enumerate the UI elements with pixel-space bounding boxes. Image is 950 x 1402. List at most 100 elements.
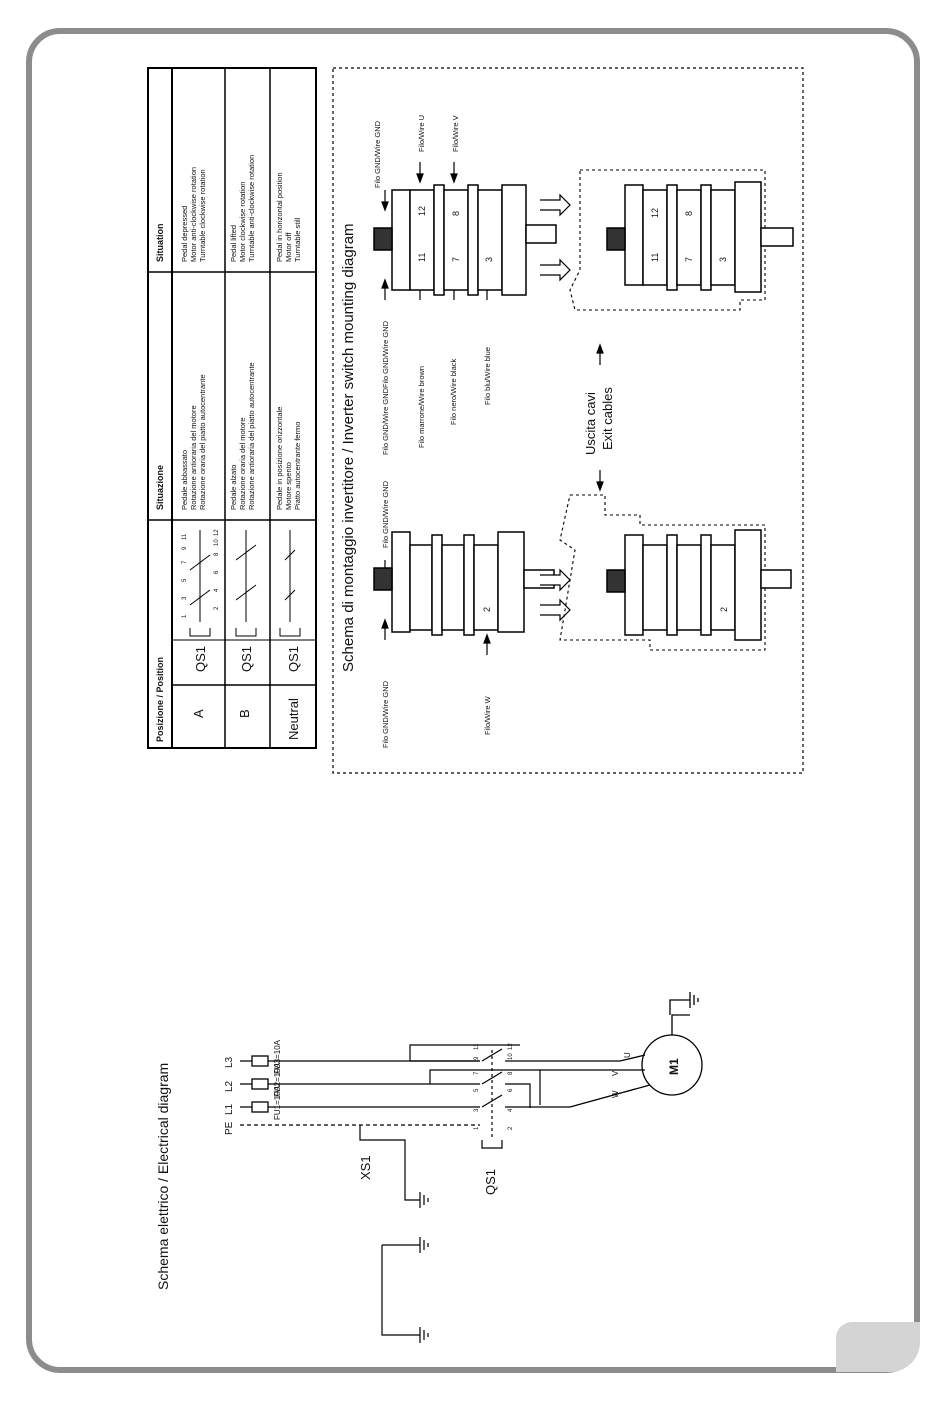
label-l3: L3 (224, 1056, 235, 1068)
row-b-it-2: Rotazione oraria del motore (238, 417, 247, 510)
svg-text:2: 2 (214, 606, 220, 610)
exit-cables-en: Exit cables (600, 387, 615, 450)
qs1-switch (409, 1044, 620, 1149)
row-neutral-en-1: Pedal in horizontal position (275, 172, 284, 262)
row-a-switch: QS1 (193, 646, 208, 672)
label-l2: L2 (224, 1080, 235, 1092)
exit-arrows (596, 343, 604, 492)
label-gnd-left-2: Filo GND/Wire GND (381, 480, 390, 548)
terminal-lower-right-11: 11 (650, 253, 660, 262)
label-wire-blue: Filo blu/Wire blue (483, 347, 492, 405)
row-neutral-switch: QS1 (286, 646, 301, 672)
electrical-title: Schema elettrico / Electrical diagram (155, 1063, 171, 1290)
row-a-en-2: Motor anti-clockwise rotation (189, 167, 198, 262)
label-fu2: FU2=10A (273, 1062, 282, 1097)
svg-text:3: 3 (474, 1108, 480, 1112)
svg-text:8: 8 (214, 552, 220, 556)
contact-symbol-b (235, 530, 257, 637)
svg-text:3: 3 (182, 596, 188, 600)
svg-text:9: 9 (182, 546, 188, 550)
row-a-it-2: Rotazione antioraria del motore (189, 405, 198, 510)
row-a-it-3: Rotazione oraria del piatto autocentrant… (198, 374, 207, 510)
svg-text:11: 11 (182, 533, 188, 540)
label-pe: PE (224, 1121, 235, 1135)
terminal-right-11: 11 (417, 253, 427, 262)
label-v: V (611, 1070, 620, 1076)
switch-lower-left: 2 (606, 529, 792, 641)
exit-cables-it: Uscita cavi (583, 392, 598, 455)
row-b-en-2: Motor clockwise rotation (238, 182, 247, 262)
svg-text:10: 10 (214, 539, 220, 546)
housing-lower-left (559, 494, 766, 651)
label-gnd-left-1: Filo GND/Wire GND (381, 680, 390, 748)
row-b-en-3: Turntable anti-clockwise rotation (247, 155, 256, 262)
label-wire-w: Filo/Wire W (483, 695, 492, 735)
label-w: W (611, 1090, 620, 1098)
label-u: U (623, 1052, 632, 1058)
row-neutral-en-3: Turntable still (293, 217, 302, 262)
qs1-numbers: 1 3 5 7 9 11 2 4 6 8 10 12 (474, 1043, 514, 1130)
terminal-lower-left-2: 2 (719, 607, 729, 612)
label-fu1: FU1=10A (273, 1085, 282, 1120)
row-a-position: A (191, 709, 206, 718)
row-neutral-en-2: Motor off (284, 232, 293, 262)
label-gnd-top: Filo GND/Wire GND (373, 120, 382, 188)
label-qs1: QS1 (483, 1169, 498, 1195)
svg-text:10: 10 (508, 1053, 514, 1060)
terminal-left-2: 2 (482, 607, 492, 612)
svg-text:5: 5 (474, 1088, 480, 1092)
switch-lower-right: 11 12 7 8 3 (606, 181, 794, 293)
header-situazione: Situazione (155, 465, 165, 510)
label-fu3: FU3=10A (273, 1039, 282, 1074)
terminal-lower-right-8: 8 (684, 211, 694, 216)
svg-text:6: 6 (214, 570, 220, 574)
terminal-lower-right-12: 12 (650, 208, 660, 218)
svg-text:1: 1 (182, 614, 188, 618)
label-wire-u: Filo/Wire U (417, 115, 426, 152)
label-gnd-right-2: Filo GND/Wire GND (381, 320, 390, 388)
terminal-right-8: 8 (451, 211, 461, 216)
svg-text:4: 4 (214, 588, 220, 592)
row-a-en-1: Pedal depressed (180, 206, 189, 262)
mounting-diagram: Schema di montaggio invertitore / Invert… (332, 67, 804, 774)
electrical-diagram: Schema elettrico / Electrical diagram PE… (155, 992, 703, 1343)
svg-text:11: 11 (474, 1043, 480, 1050)
svg-text:1: 1 (474, 1126, 480, 1130)
svg-text:4: 4 (508, 1108, 514, 1112)
row-neutral-it-3: Piatto autocentrante fermo (293, 422, 302, 510)
header-situation: Situation (155, 224, 165, 263)
page-number-tab (836, 1322, 920, 1372)
label-m1: M1 (667, 1058, 681, 1075)
row-a-en-3: Turntable clockwise rotation (198, 169, 207, 262)
row-b-it-1: Pedale alzato (229, 465, 238, 510)
header-position: Posizione / Position (155, 657, 165, 742)
contact-symbol-a (189, 530, 211, 637)
svg-text:12: 12 (508, 1043, 514, 1050)
label-gnd-right-1: Filo GND/Wire GND (381, 387, 390, 455)
contact-symbol-neutral (279, 530, 301, 637)
row-a-it-1: Pedale abbassato (180, 450, 189, 510)
row-neutral-it-2: Motore spento (284, 462, 293, 510)
svg-text:2: 2 (508, 1126, 514, 1130)
row-b-position: B (237, 709, 252, 718)
position-table: Posizione / Position Situazione Situatio… (147, 67, 317, 749)
label-l1: L1 (224, 1103, 235, 1115)
svg-text:7: 7 (474, 1071, 480, 1075)
label-xs1: XS1 (358, 1155, 373, 1180)
terminal-lower-right-3: 3 (718, 257, 728, 262)
svg-text:8: 8 (508, 1071, 514, 1075)
terminal-lower-right-7: 7 (684, 257, 694, 262)
svg-text:9: 9 (474, 1056, 480, 1060)
push-arrows (540, 193, 571, 622)
terminal-right-12: 12 (417, 206, 427, 216)
svg-text:5: 5 (182, 578, 188, 582)
motor-m1 (540, 992, 703, 1108)
svg-text:6: 6 (508, 1088, 514, 1092)
row-neutral-it-1: Pedale in posizione orizzontale (275, 407, 284, 510)
xs1-ground (359, 1125, 429, 1343)
label-wire-black: Filo nero/Wire black (449, 358, 458, 425)
contact-numbers-a: 1 3 5 7 9 11 2 4 6 8 10 12 (182, 529, 220, 618)
housing-lower-right (569, 169, 766, 311)
row-neutral-position: Neutral (286, 698, 301, 740)
